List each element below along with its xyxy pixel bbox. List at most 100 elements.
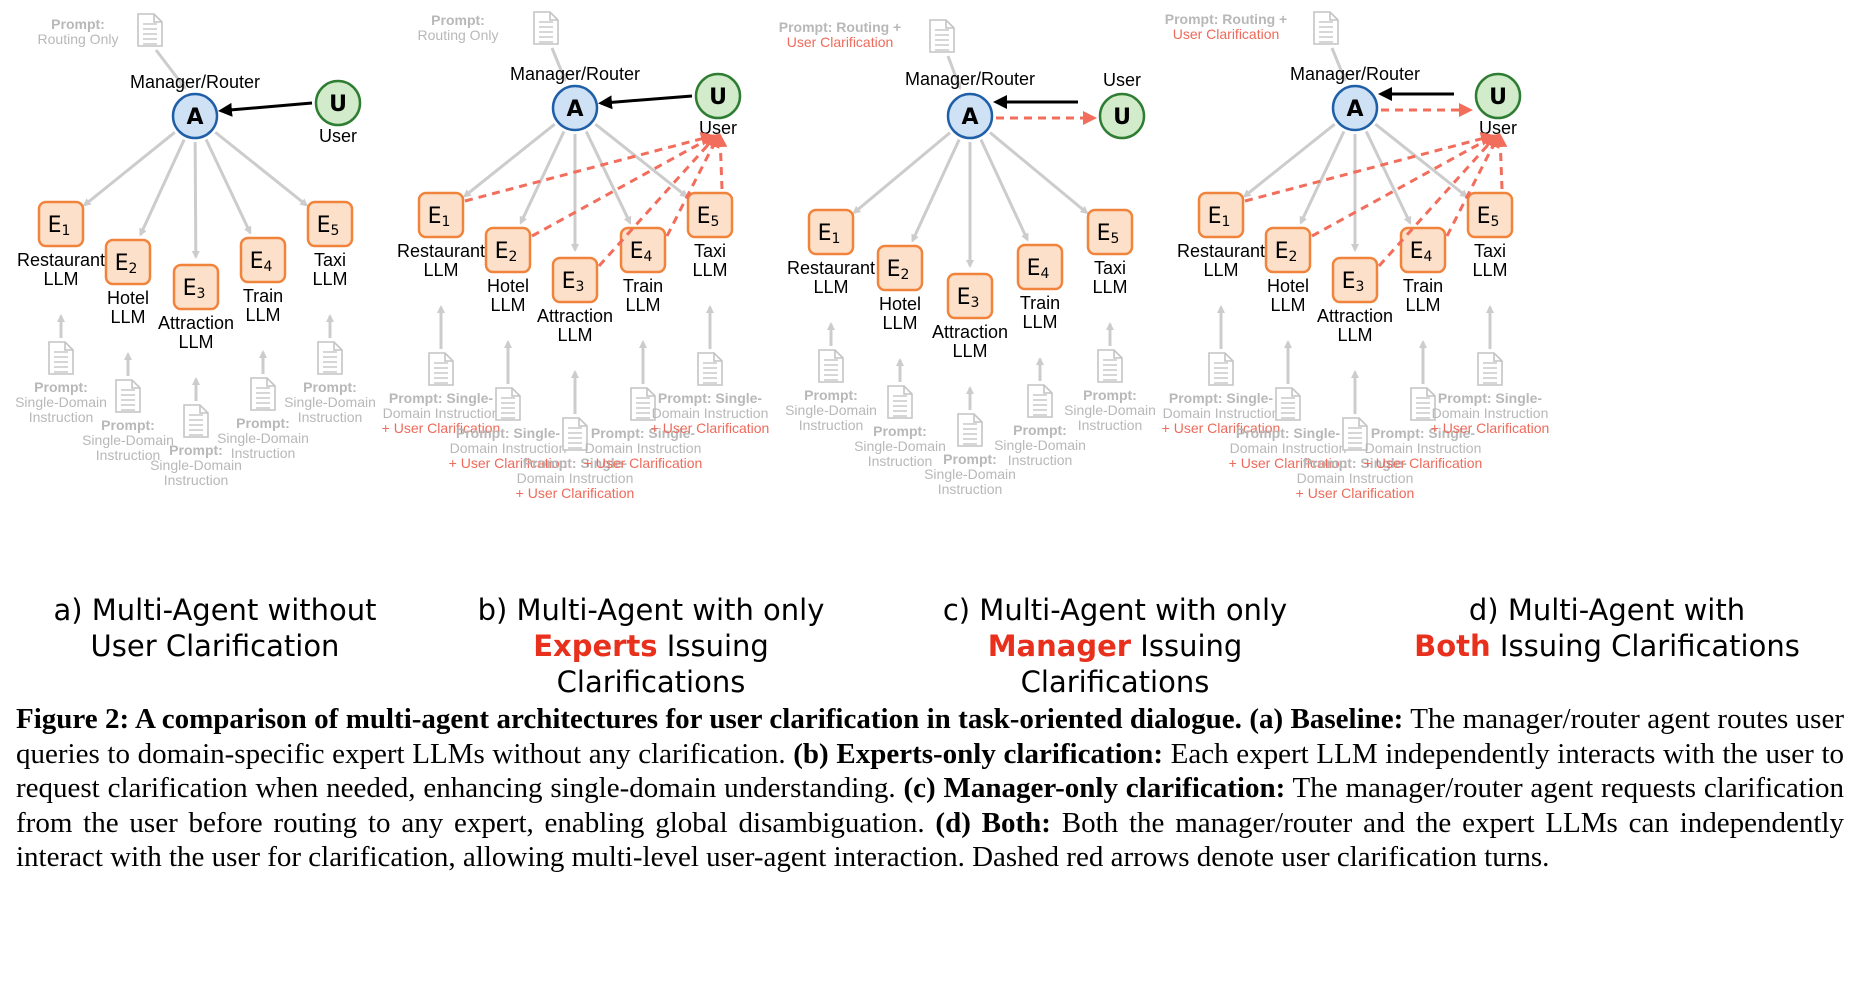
user-node: U bbox=[1098, 92, 1146, 140]
user-label: User bbox=[319, 126, 357, 146]
expert-prompt-text-line: Single-Domain bbox=[82, 432, 174, 448]
expert-prompt-text: Prompt: Single-Domain Instruction+ User … bbox=[651, 390, 770, 436]
expert-2-label: Hotel bbox=[487, 276, 529, 296]
manager-to-expert-arrow bbox=[519, 130, 566, 225]
expert-prompt-icon bbox=[1410, 387, 1436, 421]
user-node: U bbox=[694, 72, 742, 120]
manager-to-expert-arrow bbox=[979, 138, 1029, 242]
expert-prompt-text-line: Domain Instruction bbox=[1230, 440, 1347, 456]
architecture-diagram: Prompt:Routing OnlyManager/RouterUserE1R… bbox=[15, 11, 1550, 501]
expert-prompt-text: Prompt: Single-Domain Instruction+ User … bbox=[1296, 455, 1415, 501]
user-label: User bbox=[699, 118, 737, 138]
expert-prompt-text-line: Single-Domain bbox=[284, 394, 376, 410]
panel-a: Prompt:Routing OnlyManager/RouterUserE1R… bbox=[15, 13, 376, 488]
expert-prompt-text-line: Prompt: bbox=[873, 423, 927, 439]
expert-clarification-arrow bbox=[713, 133, 728, 190]
panel-a-caption-line1: a) Multi-Agent without bbox=[53, 593, 377, 627]
expert-prompt-text-line: Domain Instruction bbox=[450, 440, 567, 456]
prompt-to-manager-arrow bbox=[946, 55, 962, 90]
expert-prompt-text-line: Domain Instruction bbox=[517, 470, 634, 486]
routing-prompt-icon bbox=[533, 11, 559, 45]
expert-3-label2: LLM bbox=[178, 332, 213, 352]
expert-prompt-icon bbox=[48, 341, 74, 375]
expert-1-label: Restaurant bbox=[17, 250, 105, 270]
expert-5-label2: LLM bbox=[1472, 260, 1507, 280]
figure-caption: Figure 2: A comparison of multi-agent ar… bbox=[16, 702, 1844, 875]
panel-b-caption-highlight: Experts bbox=[533, 629, 658, 663]
manager-to-expert-arrow bbox=[462, 123, 556, 198]
routing-prompt-icon bbox=[929, 19, 955, 53]
manager-to-expert-arrow bbox=[911, 138, 961, 243]
panel-c-caption-highlight: Manager bbox=[987, 629, 1132, 663]
expert-prompt-text-line: Instruction bbox=[29, 409, 94, 425]
expert-1-label2: LLM bbox=[813, 277, 848, 297]
expert-5-label2: LLM bbox=[1092, 277, 1127, 297]
expert-prompt-text-line: Instruction bbox=[231, 445, 296, 461]
panel-c: Prompt: Routing +User ClarificationManag… bbox=[779, 19, 1156, 497]
expert-prompt-text-line: Prompt: bbox=[34, 379, 88, 395]
svg-text:A: A bbox=[1346, 97, 1363, 122]
expert-5-label: Taxi bbox=[1474, 241, 1506, 261]
expert-prompt-text-line: + User Clarification bbox=[382, 420, 501, 436]
expert-prompt-icon bbox=[1027, 384, 1053, 418]
expert-prompt-text-line: Prompt: bbox=[804, 387, 858, 403]
expert-prompt-icon bbox=[250, 377, 276, 411]
expert-1-label2: LLM bbox=[423, 260, 458, 280]
expert-1-label: Restaurant bbox=[787, 258, 875, 278]
expert-4-label2: LLM bbox=[245, 305, 280, 325]
routing-prompt-text-line: User Clarification bbox=[787, 34, 894, 50]
expert-prompt-text-line: Prompt: bbox=[303, 379, 357, 395]
routing-prompt-text-line: User Clarification bbox=[1173, 26, 1280, 42]
expert-prompt-text-line: + User Clarification bbox=[1296, 485, 1415, 501]
user-to-manager-arrow bbox=[598, 94, 693, 110]
expert-prompt-text-line: Prompt: bbox=[236, 415, 290, 431]
expert-prompt-text: Prompt: Single-Domain Instruction+ User … bbox=[1431, 390, 1550, 436]
panel-b-caption: b) Multi-Agent with only Experts Issuing… bbox=[436, 592, 866, 700]
expert-prompt-text-line: Prompt: bbox=[101, 417, 155, 433]
expert-prompt-text-line: Single-Domain bbox=[785, 402, 877, 418]
caption-c-text: The manager/router agent requests clarif… bbox=[16, 772, 1844, 839]
expert-prompt-text-line: Single-Domain bbox=[217, 430, 309, 446]
caption-b-head: (b) Experts-only clarification: bbox=[793, 737, 1163, 770]
manager-node: A bbox=[946, 92, 994, 140]
expert-4-label: Train bbox=[1020, 293, 1060, 313]
expert-prompt-text-line: Domain Instruction bbox=[1297, 470, 1414, 486]
expert-prompt-text-line: Prompt: Single- bbox=[523, 455, 628, 471]
expert-prompt-text: Prompt: Single-Domain Instruction+ User … bbox=[516, 455, 635, 501]
expert-5-label2: LLM bbox=[312, 269, 347, 289]
caption-fig-label: Figure 2: bbox=[16, 703, 130, 735]
expert-2-label2: LLM bbox=[882, 313, 917, 333]
expert-clarification-arrow bbox=[1493, 133, 1508, 190]
expert-prompt-text-line: Domain Instruction bbox=[585, 440, 702, 456]
expert-prompt-text-line: Single-Domain bbox=[854, 438, 946, 454]
manager-to-expert-arrow bbox=[204, 138, 252, 235]
expert-3-label: Attraction bbox=[158, 313, 234, 333]
expert-4-label2: LLM bbox=[625, 295, 660, 315]
manager-to-expert-arrow bbox=[1364, 130, 1412, 225]
expert-3-label2: LLM bbox=[952, 341, 987, 361]
expert-prompt-icon bbox=[697, 352, 723, 386]
manager-node: A bbox=[171, 92, 219, 140]
expert-prompt-text-line: Prompt: Single- bbox=[658, 390, 763, 406]
prompt-to-manager-arrow bbox=[154, 49, 187, 90]
expert-prompt-text-line: Prompt: bbox=[1013, 422, 1067, 438]
panel-d-caption-highlight: Both bbox=[1414, 629, 1491, 663]
expert-prompt-icon bbox=[1097, 349, 1123, 383]
panel-a-caption-line2: User Clarification bbox=[90, 629, 340, 663]
expert-5-label: Taxi bbox=[314, 250, 346, 270]
panel-d-caption-line2: Issuing Clarifications bbox=[1490, 629, 1800, 663]
expert-clarification-arrow bbox=[1445, 133, 1500, 237]
expert-clarification-arrow bbox=[665, 133, 720, 237]
expert-prompt-text: Prompt: Single-Domain Instruction+ User … bbox=[1162, 390, 1281, 436]
caption-b-text: Each expert LLM independently interacts … bbox=[16, 737, 1844, 805]
